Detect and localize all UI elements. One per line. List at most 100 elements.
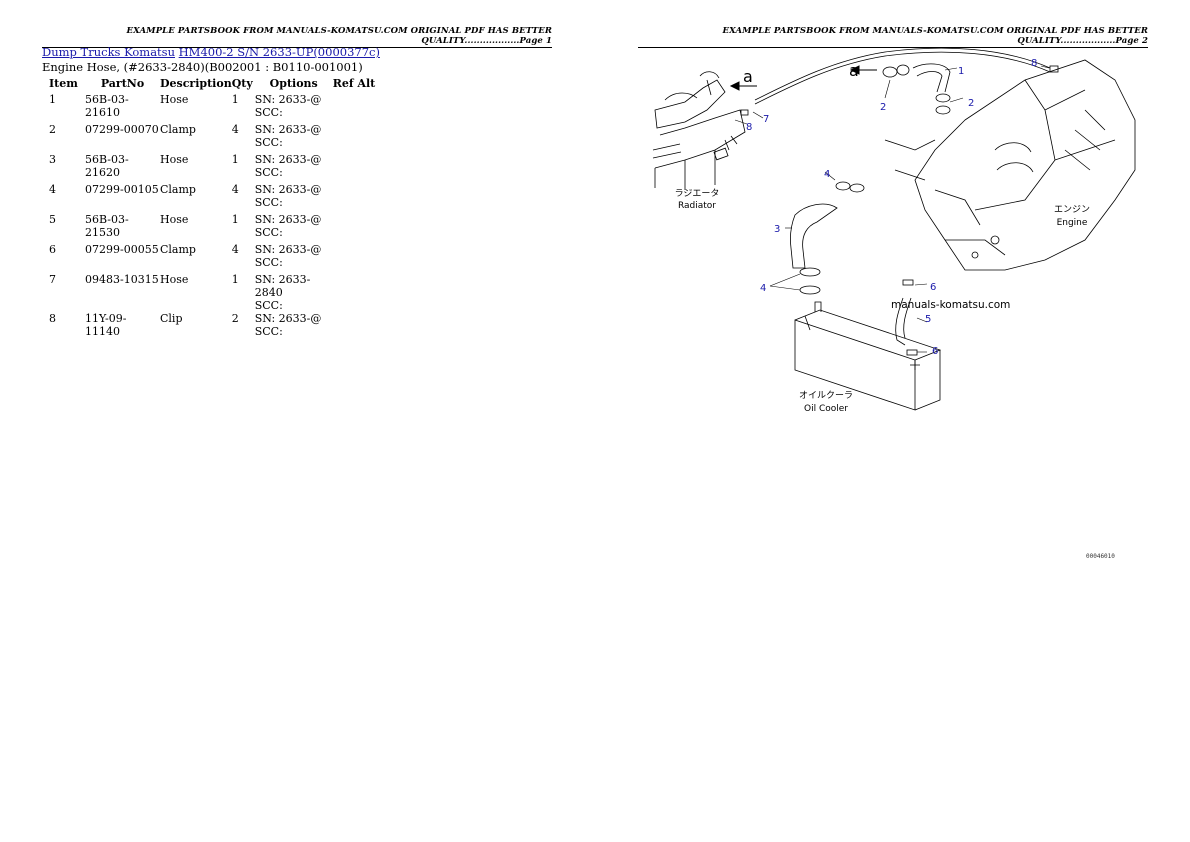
cell-item: 3 <box>49 153 56 166</box>
cell-options: SN: 2633-@SCC: <box>255 93 333 123</box>
cell-options: SN: 2633-@SCC: <box>255 213 333 243</box>
radiator-label: Radiator <box>678 201 716 211</box>
cell-partno: 09483-10315 <box>85 273 159 286</box>
cell-qty: 4 <box>231 123 239 136</box>
arrow-a-label-left: a <box>743 67 753 86</box>
option-sn: SN: 2633-@ <box>254 312 322 325</box>
cell-ref-alt <box>333 273 383 312</box>
cell-description: Clamp <box>160 183 196 196</box>
cell-item: 1 <box>49 93 56 106</box>
diagram-code: 00046010 <box>1086 553 1115 560</box>
cell-description: Hose <box>160 93 189 106</box>
cell-partno: 56B-03-21610 <box>85 93 129 119</box>
cell-item: 4 <box>49 183 56 196</box>
callout-2a: 2 <box>880 102 886 113</box>
callout-2b: 2 <box>968 98 974 109</box>
cell-qty: 1 <box>231 273 239 286</box>
cell-qty: 1 <box>231 153 239 166</box>
col-description: Description <box>160 77 232 90</box>
option-sn: SN: 2633-@ <box>254 183 322 196</box>
option-sn: SN: 2633-2840 <box>254 273 311 299</box>
hose-1-drawing <box>912 63 951 93</box>
cell-item: 2 <box>49 123 56 136</box>
cell-item: 8 <box>49 312 56 325</box>
hose-3-drawing <box>790 203 838 269</box>
table-row: 8 11Y-09-11140 Clip 2 SN: 2633-@SCC: <box>42 312 383 342</box>
cell-description: Hose <box>160 153 189 166</box>
callout-3: 3 <box>774 224 780 235</box>
hose-5-drawing <box>895 297 912 346</box>
parts-table: Item PartNo Description Qty Options Ref … <box>42 77 383 342</box>
cell-options: SN: 2633-@SCC: <box>255 243 333 273</box>
option-sn: SN: 2633-@ <box>254 243 322 256</box>
cell-description: Clamp <box>160 243 196 256</box>
col-item: Item <box>49 77 78 90</box>
cell-qty: 1 <box>231 213 239 226</box>
callout-6b: 6 <box>932 346 938 357</box>
cell-ref-alt <box>333 93 383 123</box>
cell-description: Clip <box>160 312 183 325</box>
cell-options: SN: 2633-@SCC: <box>255 123 333 153</box>
radiator-drawing <box>652 71 746 190</box>
option-scc: SCC: <box>254 325 283 338</box>
col-partno: PartNo <box>100 77 145 90</box>
watermark: manuals-komatsu.com <box>891 299 1010 311</box>
col-ref-alt: Ref Alt <box>332 77 376 90</box>
callout-8a: 8 <box>746 122 752 133</box>
callout-6a: 6 <box>930 282 936 293</box>
cell-ref-alt <box>333 123 383 153</box>
cell-qty: 2 <box>231 312 239 325</box>
cell-ref-alt <box>333 312 383 342</box>
option-scc: SCC: <box>254 136 283 149</box>
col-options: Options <box>269 77 318 90</box>
option-sn: SN: 2633-@ <box>254 123 322 136</box>
option-scc: SCC: <box>254 196 283 209</box>
oil-cooler-drawing <box>794 301 942 411</box>
cell-description: Hose <box>160 213 189 226</box>
option-scc: SCC: <box>254 166 283 179</box>
callout-5: 5 <box>925 314 931 325</box>
breadcrumb-category-link[interactable]: Dump Trucks Komatsu <box>42 45 175 59</box>
cell-ref-alt <box>333 153 383 183</box>
cell-partno: 07299-00105 <box>85 183 159 196</box>
breadcrumb-model-link[interactable]: HM400-2 S/N 2633-UP(0000377c) <box>178 45 380 59</box>
page-2-header: EXAMPLE PARTSBOOK FROM MANUALS-KOMATSU.C… <box>638 26 1148 48</box>
cell-qty: 4 <box>231 243 239 256</box>
breadcrumb: Dump Trucks Komatsu HM400-2 S/N 2633-UP(… <box>42 45 380 59</box>
callout-7: 7 <box>763 114 769 125</box>
table-row: 3 56B-03-21620 Hose 1 SN: 2633-@SCC: <box>42 153 383 183</box>
page-1-header: EXAMPLE PARTSBOOK FROM MANUALS-KOMATSU.C… <box>42 26 552 48</box>
cell-item: 6 <box>49 243 56 256</box>
cell-partno: 56B-03-21530 <box>85 213 129 239</box>
cell-item: 5 <box>49 213 56 226</box>
option-scc: SCC: <box>254 299 283 312</box>
option-sn: SN: 2633-@ <box>254 153 322 166</box>
cell-description: Clamp <box>160 123 196 136</box>
cell-ref-alt <box>333 243 383 273</box>
callout-4b: 4 <box>760 283 766 294</box>
cell-item: 7 <box>49 273 56 286</box>
engine-drawing <box>884 59 1136 271</box>
cell-partno: 56B-03-21620 <box>85 153 129 179</box>
cell-partno: 07299-00070 <box>85 123 159 136</box>
engine-label: Engine <box>1057 218 1088 228</box>
cell-partno: 11Y-09-11140 <box>85 312 127 338</box>
callout-4a: 4 <box>824 169 830 180</box>
cell-ref-alt <box>333 213 383 243</box>
cell-options: SN: 2633-@SCC: <box>255 312 333 342</box>
hose-7-drawing <box>754 47 1051 101</box>
option-sn: SN: 2633-@ <box>254 213 322 226</box>
callout-8b: 8 <box>1031 58 1037 69</box>
cell-options: SN: 2633-@SCC: <box>255 183 333 213</box>
cell-options: SN: 2633-@SCC: <box>255 153 333 183</box>
cell-partno: 07299-00055 <box>85 243 159 256</box>
parts-diagram: a a 1 2 2 3 4 4 5 6 6 7 8 8 ラジエータ Radiat… <box>652 47 1136 414</box>
callout-1: 1 <box>958 66 964 77</box>
option-scc: SCC: <box>254 226 283 239</box>
engine-label-jp: エンジン <box>1054 205 1090 215</box>
